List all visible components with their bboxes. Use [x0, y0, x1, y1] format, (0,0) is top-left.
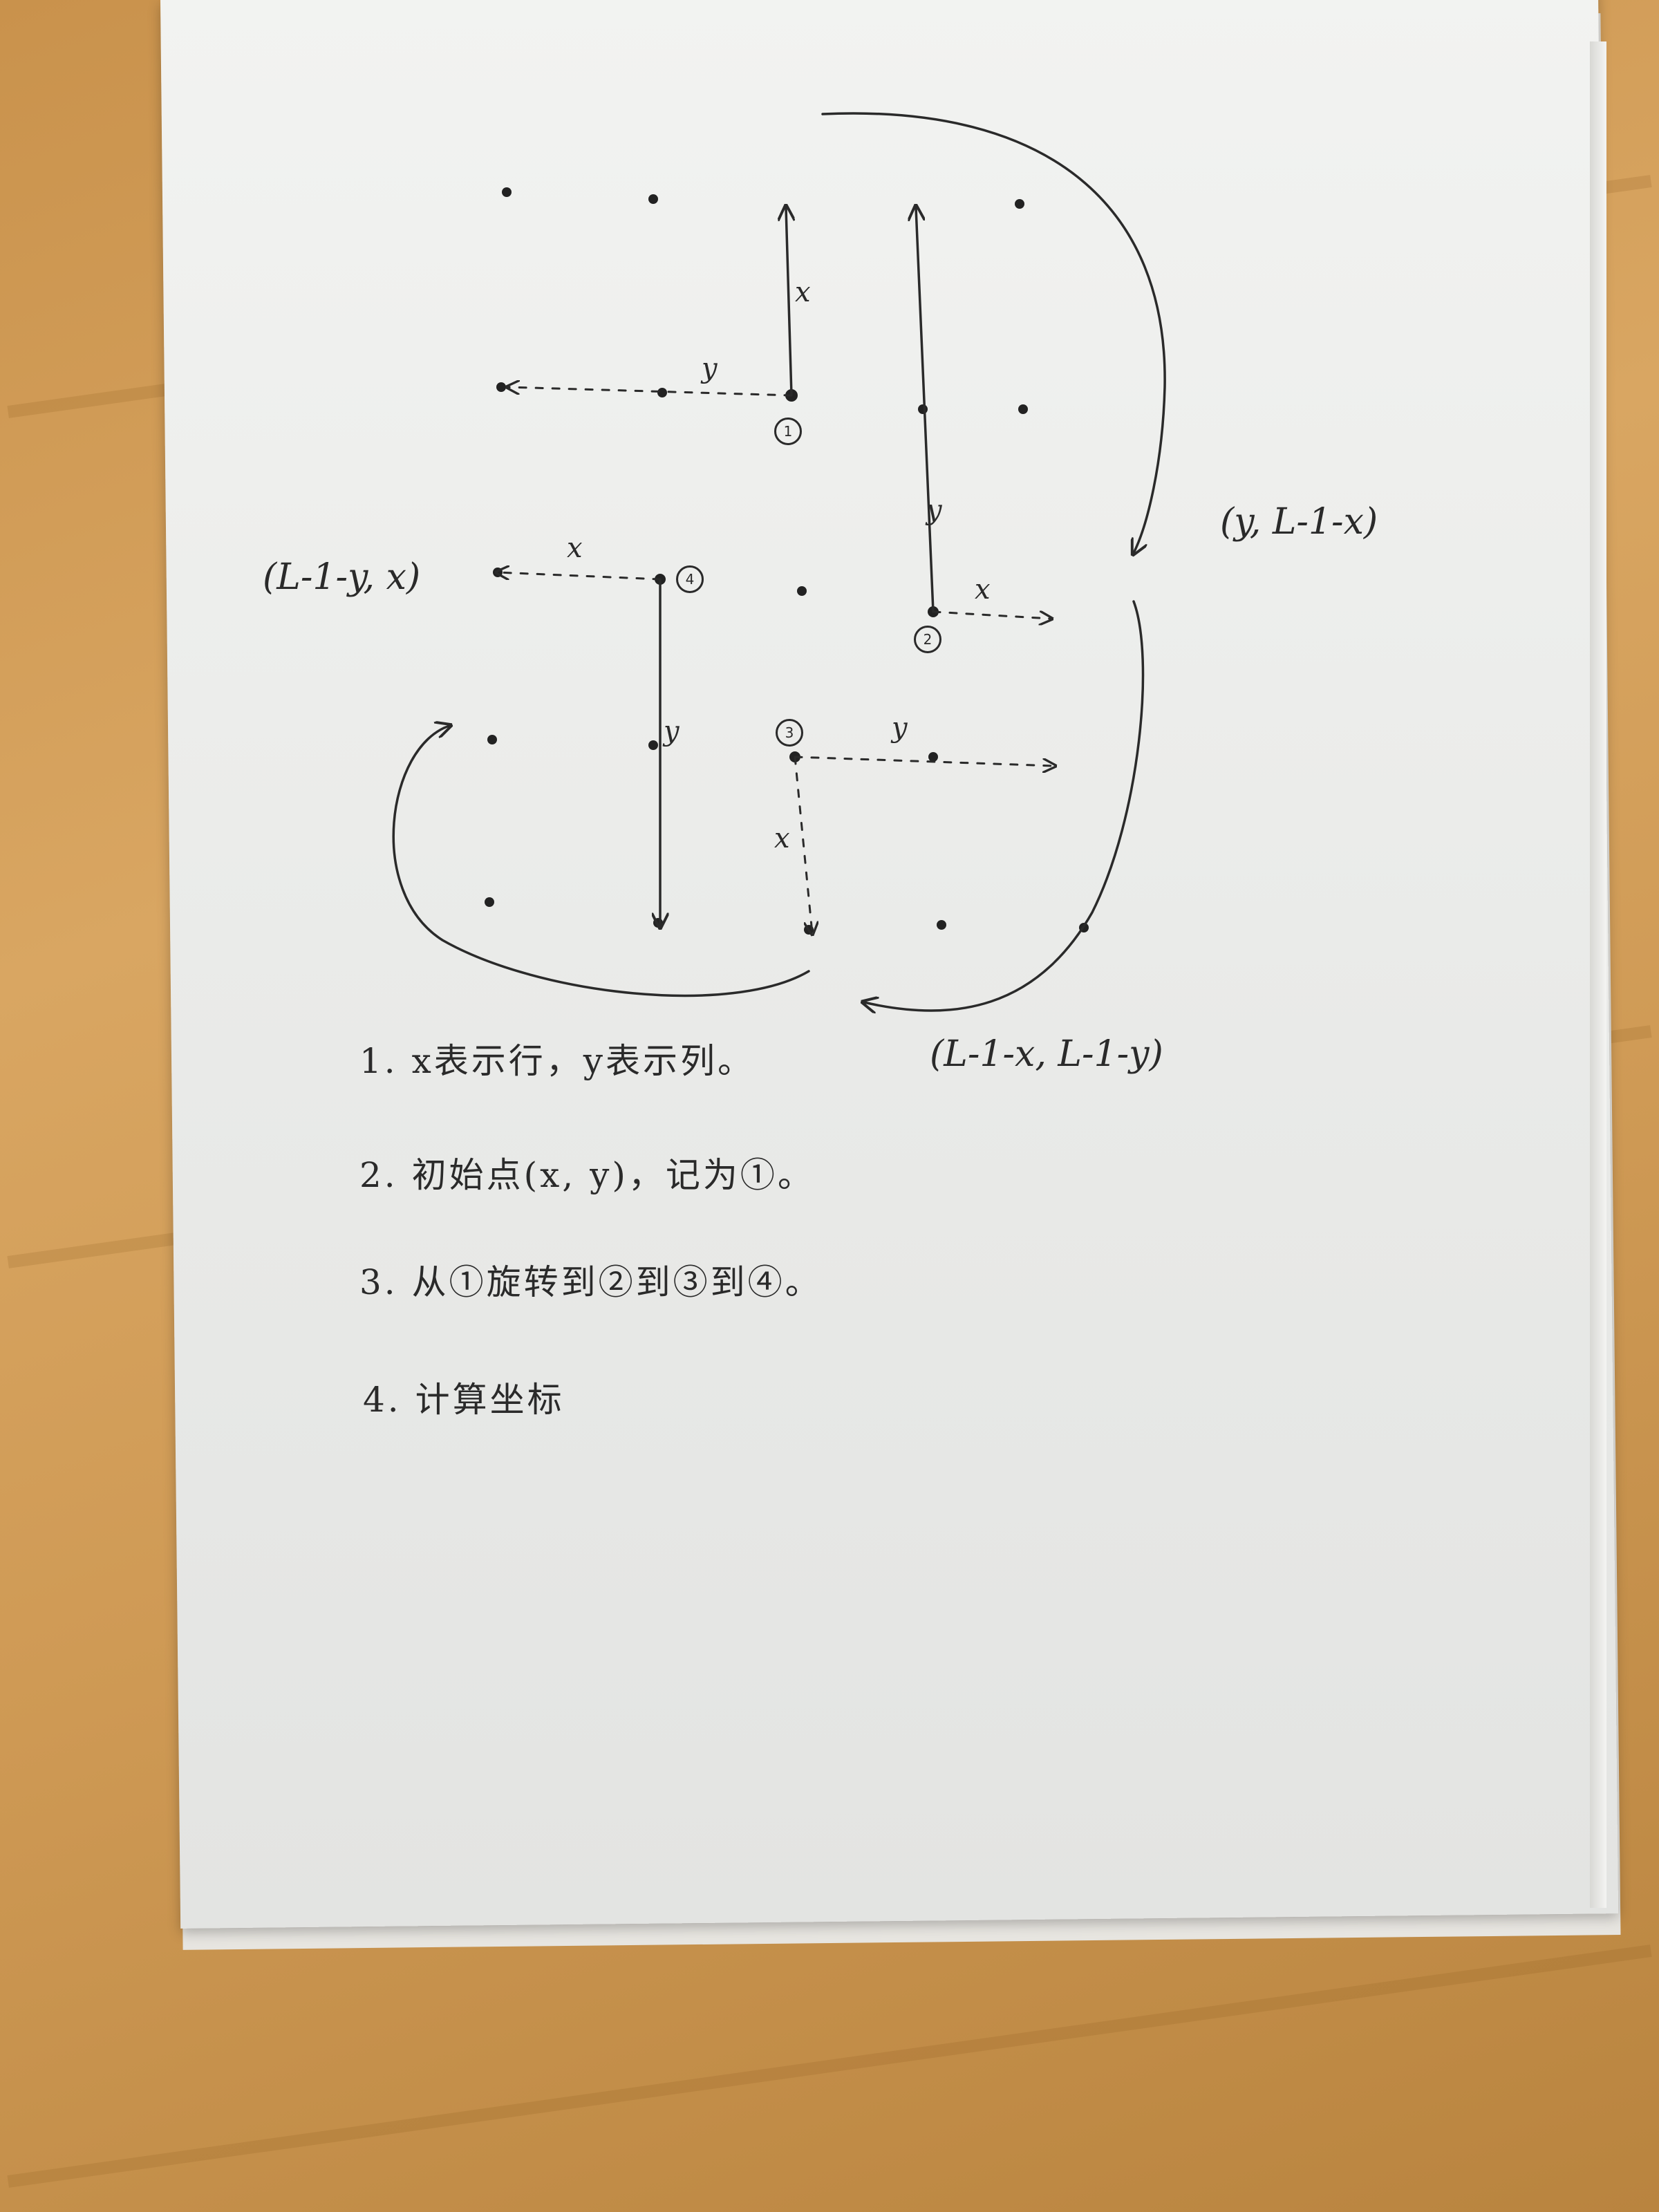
note-4: 4. 计算坐标 — [363, 1380, 565, 1420]
point-marker-1: 1 — [774, 418, 802, 445]
label-y-1: y — [702, 353, 718, 384]
edge-x-4 — [498, 572, 662, 581]
edge-x-1 — [786, 207, 791, 397]
coord-bottom-right: (L-1-x, L-1-y) — [930, 1033, 1163, 1075]
label-x-3: x — [774, 823, 790, 854]
paper-edge — [1590, 41, 1606, 1908]
edge-y-3 — [794, 756, 1054, 766]
point-marker-2: 2 — [914, 626, 941, 653]
rotation-arrow-2-to-3 — [864, 600, 1145, 1011]
label-x-2: x — [975, 574, 991, 606]
coord-top-right: (y, L-1-x) — [1220, 501, 1378, 543]
label-y-3: y — [892, 712, 908, 744]
label-x-4: x — [567, 532, 583, 564]
edge-x-2 — [932, 610, 1051, 619]
note-3: 3. 从①旋转到②到③到④。 — [359, 1262, 823, 1302]
label-y-4: y — [664, 715, 679, 747]
rotation-arrow-3-to-4 — [392, 726, 810, 997]
note-1: 1. x表示行，y表示列。 — [359, 1041, 756, 1081]
coord-left: (L-1-y, x) — [263, 556, 421, 598]
label-y-2: y — [926, 494, 942, 526]
edge-y-1 — [508, 387, 793, 397]
edge-y-2 — [916, 207, 935, 613]
edge-x-3 — [794, 756, 812, 933]
rotation-arrow-1-to-2 — [821, 112, 1166, 553]
note-2: 2. 初始点(x, y)，记为①。 — [359, 1155, 815, 1195]
label-x-1: x — [795, 276, 811, 308]
point-marker-4: 4 — [676, 565, 704, 593]
point-marker-3: 3 — [776, 719, 803, 747]
